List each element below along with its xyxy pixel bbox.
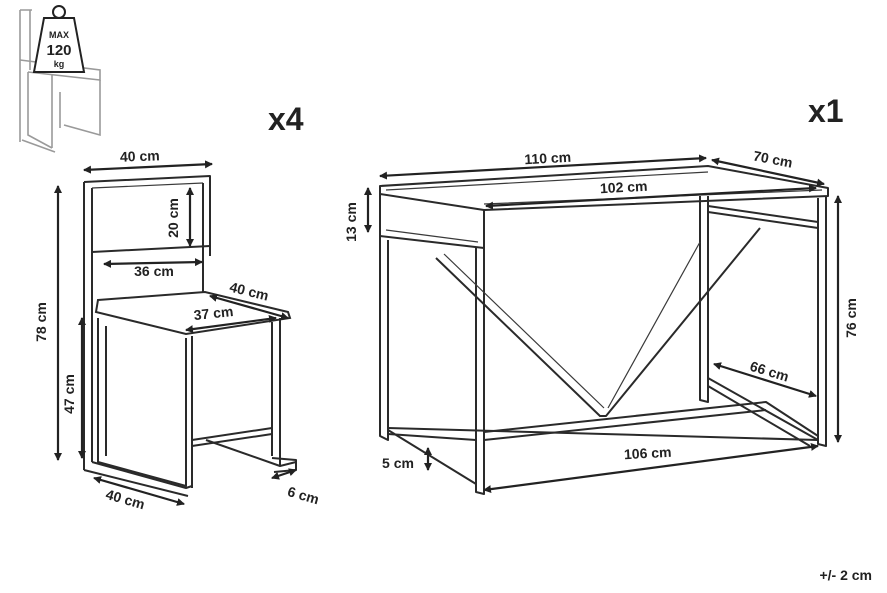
desk-drawing: [379, 165, 829, 495]
desk-inner-length-label: 102 cm: [600, 178, 648, 196]
chair-dimensions: [54, 160, 297, 506]
chair-seat-inner-label: 37 cm: [193, 303, 234, 323]
desk-height-label: 76 cm: [843, 298, 859, 338]
max-label: MAX: [49, 30, 69, 40]
tolerance-note: +/- 2 cm: [819, 567, 872, 583]
weight-unit: kg: [54, 59, 65, 69]
weight-value: 120: [46, 42, 71, 59]
desk-length-label: 110 cm: [524, 149, 571, 167]
desk-foot-height-label: 5 cm: [382, 455, 414, 471]
chair-quantity: x4: [268, 101, 304, 137]
desk-depth-label: 70 cm: [752, 147, 794, 170]
max-weight-chair-icon: MAX 120 kg: [19, 5, 101, 153]
chair-backrest-width-label: 36 cm: [134, 263, 174, 279]
desk-dimensions: [364, 154, 842, 494]
chair-total-height-label: 78 cm: [33, 302, 49, 342]
weight-badge-icon: MAX 120 kg: [32, 5, 86, 73]
desk-quantity: x1: [808, 93, 844, 129]
desk-base-length-label: 106 cm: [624, 444, 672, 462]
desk-apron-height-label: 13 cm: [343, 202, 359, 242]
chair-seat-height-label: 47 cm: [61, 374, 77, 414]
chair-base-width-label: 40 cm: [104, 486, 147, 512]
chair-foot-depth-label: 6 cm: [286, 483, 321, 507]
chair-width-top-label: 40 cm: [120, 147, 160, 164]
chair-backrest-height-label: 20 cm: [165, 198, 181, 238]
